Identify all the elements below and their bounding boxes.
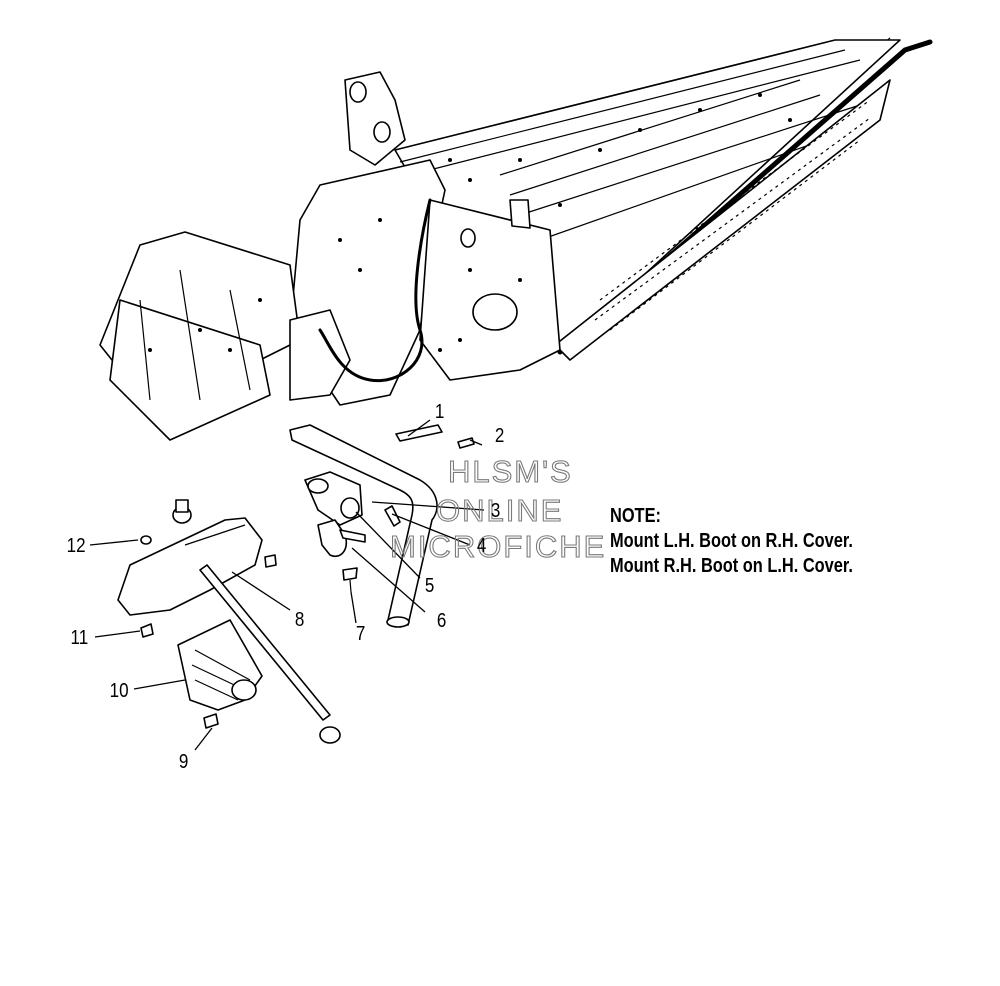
steering-shaft-tube	[289, 424, 438, 626]
callout-3: 3	[491, 499, 500, 522]
part-11-bolt	[140, 623, 154, 638]
chassis-tunnel	[99, 37, 933, 441]
watermark-line-2: ONLINE	[436, 493, 563, 528]
watermark-line-1: HLSM'S	[448, 454, 573, 489]
callout-8: 8	[295, 608, 304, 631]
part-4-pin	[384, 505, 401, 527]
callout-11: 11	[71, 626, 89, 649]
part-8-cover-plate	[117, 517, 263, 616]
part-6-u-clamp	[317, 519, 348, 557]
callout-7: 7	[356, 622, 365, 645]
part-12-washer	[140, 535, 152, 545]
callout-12: 12	[67, 534, 86, 557]
exploded-parts	[117, 424, 475, 744]
callout-1: 1	[435, 400, 444, 423]
part-9-bolt	[203, 713, 219, 729]
callout-6: 6	[437, 609, 446, 632]
callout-10: 10	[110, 679, 129, 702]
note-heading: NOTE:	[610, 503, 661, 526]
callout-4: 4	[477, 534, 486, 557]
part-1-bracket-bar	[395, 424, 443, 442]
leader-lines	[89, 419, 485, 751]
callout-9: 9	[179, 750, 188, 773]
watermark-line-3: MICROFICHE	[390, 529, 606, 564]
part-7-bolt	[342, 567, 358, 581]
note-line-2: Mount R.H. Boot on L.H. Cover.	[610, 553, 853, 576]
watermark: HLSM'S ONLINE MICROFICHE	[389, 453, 606, 564]
callout-5: 5	[425, 574, 434, 597]
callout-2: 2	[495, 424, 504, 447]
note-line-1: Mount L.H. Boot on R.H. Cover.	[610, 528, 853, 551]
tie-rod	[199, 564, 331, 721]
part-2-bolt	[457, 437, 475, 449]
note-block: NOTE: Mount L.H. Boot on R.H. Cover. Mou…	[610, 503, 853, 576]
callout-labels: 1 2 3 4 5 6 7 8 9 10 11 12	[67, 400, 505, 773]
